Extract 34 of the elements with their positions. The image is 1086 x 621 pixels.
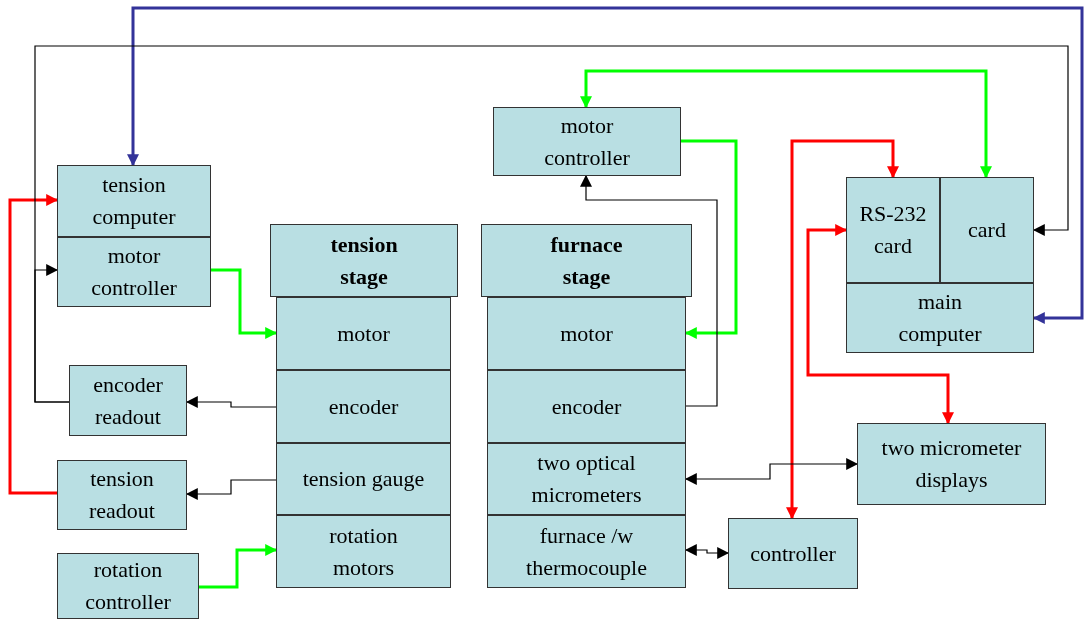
process-box: encoder	[276, 370, 451, 443]
process-box: two micrometer displays	[857, 423, 1046, 505]
process-box: main computer	[846, 283, 1034, 353]
process-box: rotation controller	[57, 553, 199, 619]
process-box: tension stage	[270, 224, 458, 297]
arrow	[185, 479, 277, 500]
process-box: tension gauge	[276, 443, 451, 515]
arrow	[8, 194, 59, 495]
process-box: furnace /w thermocouple	[487, 515, 686, 588]
process-box: motor	[276, 297, 451, 370]
arrow	[211, 268, 278, 339]
process-box: furnace stage	[481, 224, 692, 297]
process-box: motor controller	[57, 237, 211, 307]
process-box: card	[940, 177, 1034, 283]
process-box: encoder	[487, 370, 686, 443]
arrow	[684, 458, 859, 485]
process-box: RS-232 card	[846, 177, 940, 283]
process-box: rotation motors	[276, 515, 451, 588]
arrow	[786, 139, 899, 520]
process-box: two optical micrometers	[487, 443, 686, 515]
arrow	[681, 139, 738, 339]
process-box: motor	[487, 297, 686, 370]
arrow	[34, 45, 1069, 403]
arrow	[127, 6, 1084, 324]
arrow	[580, 174, 718, 407]
arrow	[199, 544, 278, 589]
arrow	[684, 544, 730, 559]
process-box: controller	[728, 518, 858, 589]
process-box: encoder readout	[69, 365, 187, 436]
arrow	[806, 224, 954, 425]
process-box: motor controller	[493, 107, 681, 176]
arrow	[185, 396, 277, 408]
process-box: tension readout	[57, 460, 187, 530]
arrow	[580, 69, 992, 179]
